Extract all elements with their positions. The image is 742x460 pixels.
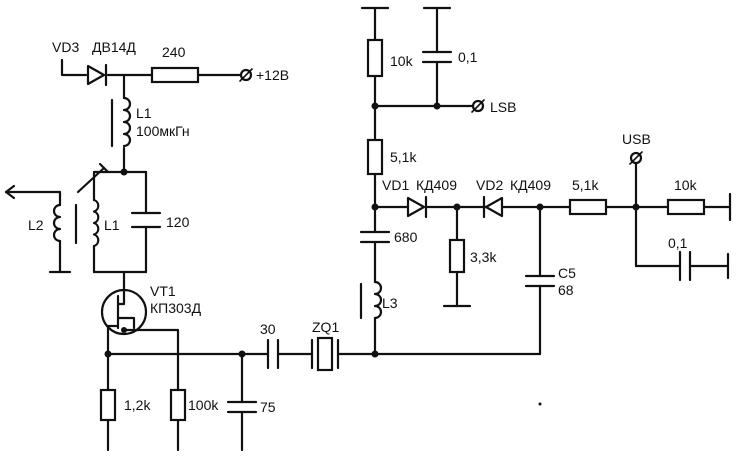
resistor-240 [150,66,200,84]
supply-terminal [239,68,253,82]
l2-coil [4,184,78,274]
tank-circuit [76,162,162,288]
label-vd1: VD1 [382,177,409,193]
resistor-1-2k [99,388,117,422]
resistor-10k-right [666,198,706,216]
label-c680: 680 [394,229,418,245]
label-l1-tank: L1 [104,217,120,233]
label-vd3-type: ДВ14Д [92,39,136,55]
vd3-diode [86,63,108,87]
label-c120: 120 [166,214,190,230]
source-network [104,350,258,452]
resistor-100k [169,388,187,422]
label-r5-1k-mid: 5,1k [390,149,417,165]
label-l3: L3 [382,295,398,311]
label-vd2-type: КД409 [510,177,551,193]
stray-dot [538,402,542,406]
label-zq1: ZQ1 [312,319,339,335]
resistor-5-1k-right [568,198,608,216]
label-usb: USB [622,131,651,147]
label-r10k-top: 10k [390,53,414,69]
label-lsb: LSB [490,99,516,115]
resistor-5-1k-mid [366,138,384,176]
label-r5-1k-right: 5,1k [572,177,599,193]
label-r1-2k: 1,2k [124,397,151,413]
label-c0-1-right: 0,1 [668,235,688,251]
label-r100k: 100k [188,397,219,413]
label-l2: L2 [28,217,44,233]
label-vd3: VD3 [52,39,79,55]
label-c5: C5 [558,265,576,281]
vt1-transistor [100,284,180,392]
c5-capacitor [524,205,556,356]
label-l1-top-value: 100мкГн [136,123,190,139]
label-c0-1-top: 0,1 [458,49,478,65]
label-c75: 75 [260,399,276,415]
resistor-10k-top [366,38,384,78]
label-c5-value: 68 [558,282,574,298]
label-vt1: VT1 [150,283,176,299]
coupling-cap-and-crystal [240,336,374,372]
usb-output-network [604,151,732,282]
label-vt1-type: КП303Д [150,300,202,316]
label-c30: 30 [260,321,276,337]
label-r3-3k: 3,3k [470,249,497,265]
label-r240: 240 [162,44,186,60]
label-r10k-right: 10k [674,177,698,193]
top-bias-network [360,6,485,142]
label-vd1-type: КД409 [416,177,457,193]
mixer-diodes [371,172,572,234]
resistor-3-3k-branch [442,205,472,308]
label-vd2: VD2 [476,177,503,193]
label-l1-top: L1 [136,105,152,121]
supply-branch [60,58,242,174]
c680-l3-branch [359,230,542,358]
l1-choke [110,96,132,148]
label-supply: +12В [256,67,289,83]
